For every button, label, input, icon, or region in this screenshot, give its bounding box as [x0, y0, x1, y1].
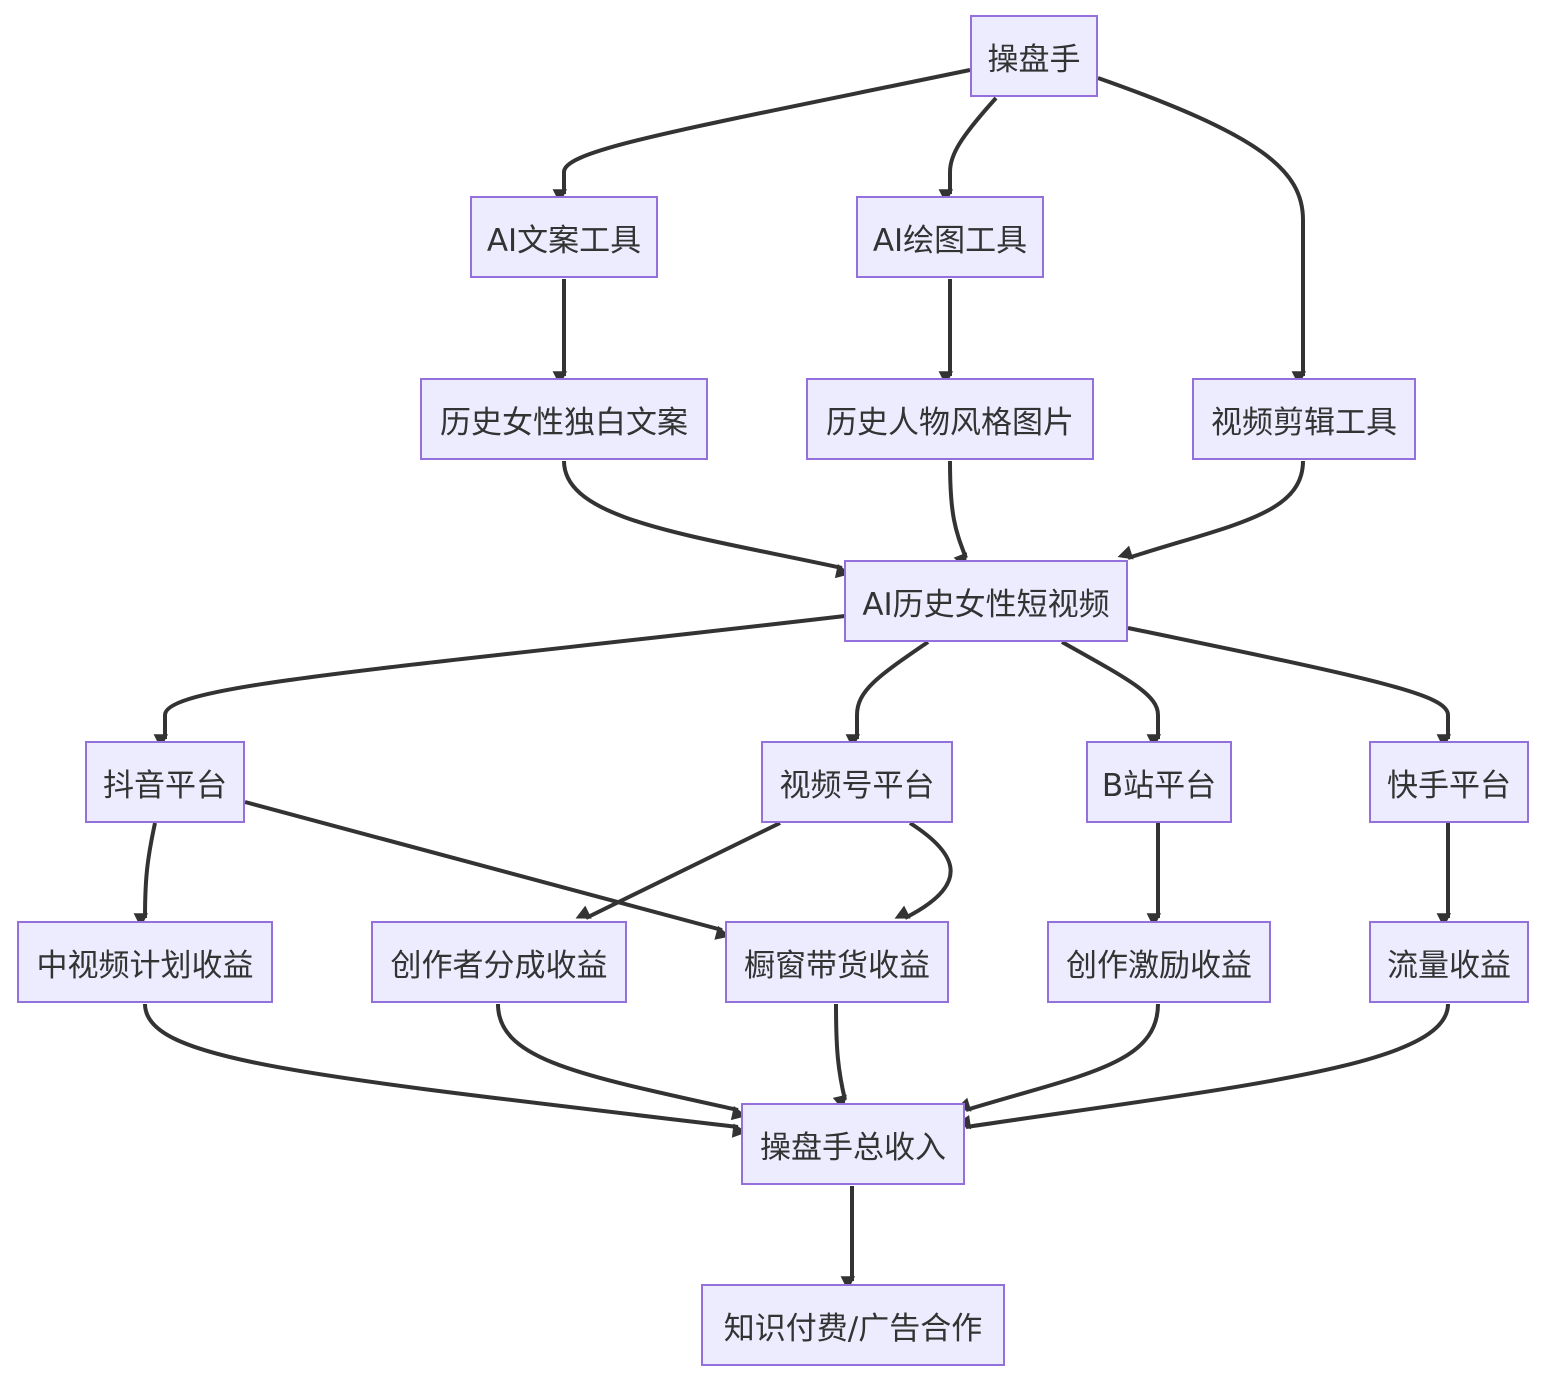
edge-short-video-to-douyin	[153, 614, 846, 749]
edge-shipinhao-to-creator-share-income	[575, 821, 781, 920]
edge-shipinhao-to-showcase-income	[894, 821, 953, 920]
node-traffic-income: 流量收益	[1369, 921, 1529, 1003]
node-video-edit-tool: 视频剪辑工具	[1192, 378, 1416, 460]
node-douyin: 抖音平台	[85, 741, 245, 823]
node-shipinhao: 视频号平台	[761, 741, 953, 823]
edge-showcase-income-to-total-income	[832, 1003, 847, 1111]
edge-short-video-to-bilibili	[1061, 640, 1161, 749]
edge-operator-to-ai-copy-tool	[552, 68, 971, 204]
edge-douyin-to-mid-video-income	[133, 822, 157, 928]
node-ai-draw-tool: AI绘图工具	[856, 196, 1044, 278]
edge-douyin-to-showcase-income	[244, 800, 731, 940]
edge-operator-to-ai-draw-tool	[938, 96, 998, 204]
edge-operator-to-video-edit-tool	[1097, 76, 1306, 386]
edge-image-output-to-short-video	[948, 460, 968, 569]
edge-short-video-to-kuaishou	[1127, 626, 1451, 749]
edge-creator-share-income-to-total-income	[496, 1003, 747, 1121]
node-copy-output: 历史女性独白文案	[420, 378, 708, 460]
edge-mid-video-income-to-total-income	[143, 1003, 748, 1138]
node-showcase-income: 橱窗带货收益	[725, 921, 949, 1003]
node-image-output: 历史人物风格图片	[806, 378, 1094, 460]
edge-short-video-to-shipinhao	[845, 640, 930, 749]
node-kuaishou: 快手平台	[1369, 741, 1529, 823]
node-bilibili: B站平台	[1086, 741, 1232, 823]
node-ai-copy-tool: AI文案工具	[470, 196, 658, 278]
node-operator: 操盘手	[970, 15, 1098, 97]
node-total-income: 操盘手总收入	[741, 1103, 965, 1185]
node-mid-video-income: 中视频计划收益	[17, 921, 273, 1003]
node-creator-incentive-income: 创作激励收益	[1047, 921, 1271, 1003]
edge-copy-output-to-short-video	[562, 460, 851, 579]
node-short-video: AI历史女性短视频	[844, 560, 1128, 642]
node-creator-share-income: 创作者分成收益	[371, 921, 627, 1003]
node-paid-knowledge: 知识付费/广告合作	[701, 1284, 1005, 1366]
edge-video-edit-tool-to-short-video	[1117, 460, 1305, 560]
edge-traffic-income-to-total-income	[955, 1003, 1450, 1130]
edge-creator-incentive-income-to-total-income	[955, 1003, 1160, 1112]
